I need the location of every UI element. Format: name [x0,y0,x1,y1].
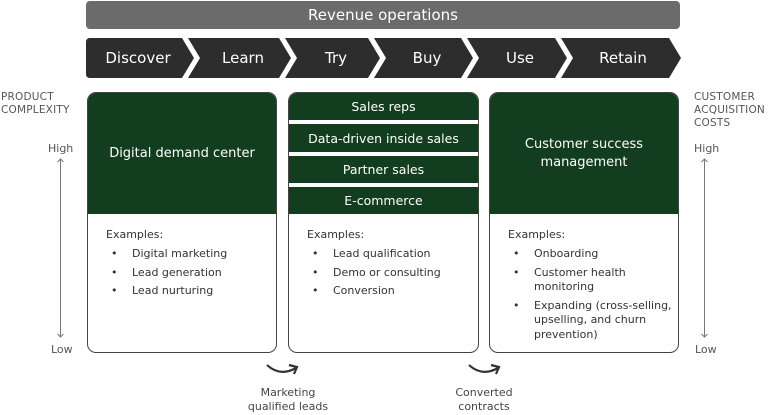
chevron-try [285,38,380,78]
channel-sales-reps: Sales reps [289,93,478,120]
example-item: Lead generation [106,266,268,281]
right-low-label: Low [695,343,717,356]
stage-buy: Buy [412,49,442,67]
examples-section: Examples: Digital marketing Lead generat… [106,228,268,303]
left-high-label: High [48,142,74,155]
stage-learn: Learn [222,49,264,67]
revenue-operations-title: Revenue operations [308,6,458,24]
left-low-label: Low [51,343,73,356]
examples-section: Examples: Onboarding Customer health mon… [508,228,672,346]
example-item: Onboarding [508,247,670,262]
card-sales-channels: Sales reps Data-driven inside sales Part… [288,92,479,353]
handoff-2-line1: Converted [455,386,513,399]
card-digital-demand-center: Digital demand center Examples: Digital … [87,92,277,353]
handoff-arrow-2-icon [468,363,501,375]
card-title-line1: Customer success [524,136,644,152]
chevron-buy [374,38,473,78]
handoff-1-line2: qualified leads [247,400,329,413]
chevron-retain [561,38,681,78]
handoff-2-line2: contracts [458,400,510,413]
stage-retain: Retain [599,49,647,67]
chevron-learn [188,38,291,78]
cac-line3: COSTS [694,117,731,129]
example-item: Lead qualification [307,247,470,262]
chevron-discover [86,38,194,78]
left-vertical-arrow-icon [57,158,64,338]
right-vertical-arrow-icon [701,158,708,338]
cac-line1: CUSTOMER [694,91,755,103]
channel-bars: Sales reps Data-driven inside sales Part… [289,93,478,214]
handoff-marketing-qualified-leads: Marketing qualified leads [238,386,338,414]
example-item: Conversion [307,284,470,299]
customer-acquisition-costs-label: CUSTOMER ACQUISITION COSTS [694,91,765,130]
card-title-line2: management [540,154,628,170]
stage-use: Use [505,49,535,67]
product-complexity-line1: PRODUCT [1,91,54,103]
handoff-1-line1: Marketing [260,386,316,399]
example-item: Demo or consulting [307,266,470,281]
channel-partner-sales: Partner sales [289,156,478,183]
card-title: Digital demand center [109,145,255,161]
stage-discover: Discover [105,49,171,67]
stage-try: Try [324,49,347,67]
example-item: Customer health monitoring [508,266,652,295]
chevron-shapes [86,38,681,78]
example-item: Lead nurturing [106,284,268,299]
product-complexity-line2: COMPLEXITY [1,104,70,116]
examples-label: Examples: [106,228,164,241]
product-complexity-label: PRODUCT COMPLEXITY [1,91,70,117]
example-item: Expanding (cross-selling, upselling, and… [508,299,678,343]
example-item: Digital marketing [106,247,268,262]
card-header: Customer success management [490,93,678,214]
card-customer-success-management: Customer success management Examples: On… [489,92,679,353]
cac-line2: ACQUISITION [694,104,765,116]
stage-chevron-row: Discover Learn Try Buy Use Retain [86,38,682,78]
handoff-converted-contracts: Converted contracts [434,386,534,414]
card-header: Digital demand center [88,93,276,214]
examples-label: Examples: [508,228,566,241]
channel-data-driven-inside-sales: Data-driven inside sales [289,124,478,152]
examples-label: Examples: [307,228,365,241]
examples-section: Examples: Lead qualification Demo or con… [307,228,470,303]
right-high-label: High [694,142,720,155]
channel-e-commerce: E-commerce [289,187,478,214]
revenue-operations-bar: Revenue operations [86,1,680,29]
handoff-arrow-1-icon [266,363,299,375]
chevron-use [467,38,567,78]
